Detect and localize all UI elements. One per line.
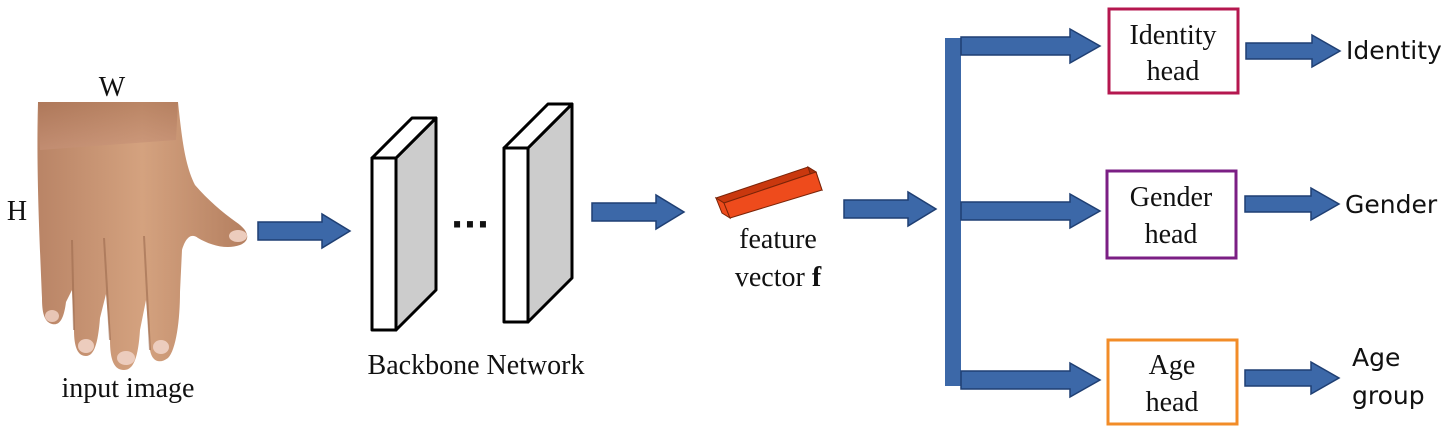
feature-vector-text: vector <box>735 262 812 293</box>
input-image-label: input image <box>62 373 195 404</box>
identity-output-label: Identity <box>1346 36 1442 65</box>
gender-output-label: Gender <box>1345 190 1438 219</box>
gender-head-box: Gender head <box>1105 169 1238 260</box>
backbone-layer-2 <box>502 102 574 324</box>
arrow-feature-to-branch <box>843 190 938 228</box>
hand-image <box>37 102 248 370</box>
gender-head-line2: head <box>1145 219 1198 250</box>
age-output-label-line1: Age <box>1352 343 1400 372</box>
age-head-line1: Age <box>1149 350 1196 381</box>
arrow-to-gender-head <box>960 192 1102 230</box>
feature-vector-block <box>714 165 823 220</box>
backbone-ellipsis: ··· <box>451 205 490 245</box>
branch-bus <box>945 38 961 386</box>
backbone-network-label: Backbone Network <box>368 350 585 381</box>
backbone-layer-1 <box>370 116 438 332</box>
age-output-label-line2: group <box>1352 381 1425 410</box>
arrow-gender-output <box>1244 186 1341 222</box>
age-head-box: Age head <box>1106 338 1239 426</box>
identity-head-line2: head <box>1147 56 1200 87</box>
age-head-line2: head <box>1146 387 1199 418</box>
arrow-backbone-to-feature <box>591 193 686 231</box>
identity-head-box: Identity head <box>1107 7 1240 95</box>
arrow-to-age-head <box>960 361 1102 399</box>
height-label: H <box>7 196 27 227</box>
width-label: W <box>99 72 126 103</box>
identity-head-line1: Identity <box>1129 20 1216 51</box>
feature-vector-label: feature <box>739 224 817 255</box>
arrow-to-identity-head <box>960 27 1102 65</box>
arrow-age-output <box>1244 360 1341 396</box>
arrow-input-to-backbone <box>257 212 352 250</box>
feature-vector-label-line2: vector f <box>735 262 822 293</box>
feature-vector-symbol: f <box>812 262 822 293</box>
arrow-identity-output <box>1245 33 1342 69</box>
gender-head-line1: Gender <box>1130 182 1213 213</box>
